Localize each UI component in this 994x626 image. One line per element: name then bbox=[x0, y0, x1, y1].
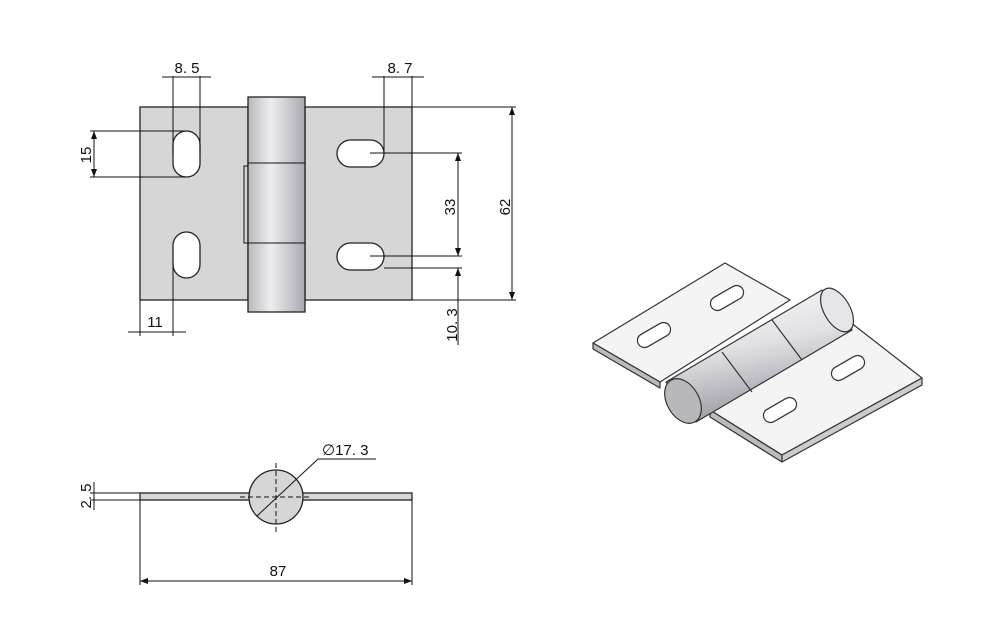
dim-slot-length: 15 bbox=[78, 147, 95, 164]
dim-total-width: 87 bbox=[270, 563, 287, 580]
dim-edge-offset-bottom: 10. 3 bbox=[444, 308, 461, 341]
slot-hole bbox=[172, 130, 201, 178]
slot-hole bbox=[172, 231, 201, 279]
isometric-view bbox=[592, 262, 923, 463]
dim-height: 62 bbox=[497, 199, 514, 216]
dim-slot-width-right: 8. 7 bbox=[387, 60, 412, 77]
knuckle bbox=[247, 96, 306, 313]
dim-slot-width-left: 8. 5 bbox=[174, 60, 199, 77]
right-leaf bbox=[304, 106, 413, 301]
dim-thickness: 2. 5 bbox=[78, 483, 95, 508]
top-view: 8. 5 8. 7 15 33 62 10. 3 11 bbox=[78, 60, 516, 345]
dim-edge-offset-left: 11 bbox=[147, 314, 163, 331]
dim-hole-spacing: 33 bbox=[442, 199, 459, 216]
dim-pin-diameter: ∅17. 3 bbox=[322, 442, 368, 459]
side-view: ∅17. 3 2. 5 87 bbox=[78, 442, 413, 585]
